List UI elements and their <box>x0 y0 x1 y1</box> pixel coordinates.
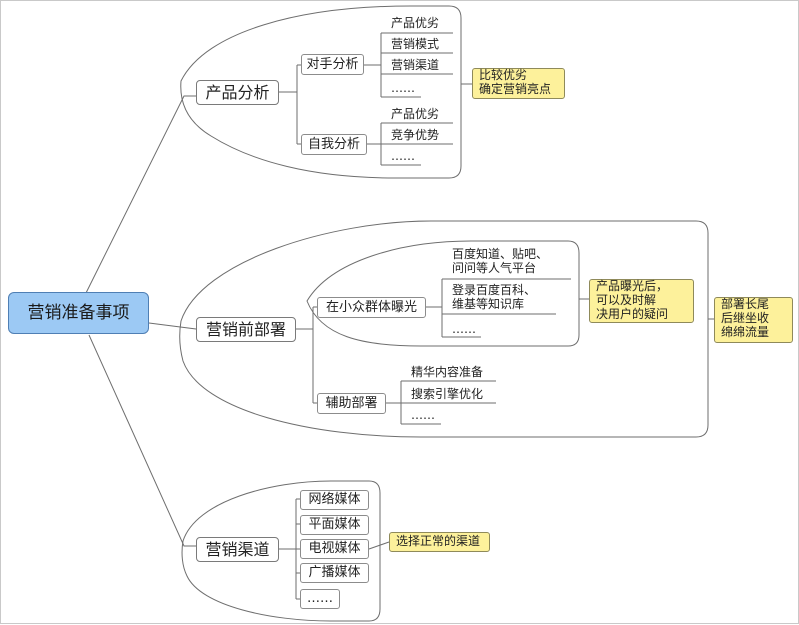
connector-root-product <box>85 95 196 294</box>
leaf-self-advantage[interactable]: 竞争优势 <box>391 128 440 143</box>
leaf-self-more[interactable]: …… <box>391 149 415 164</box>
channel-radio-media[interactable]: 广播媒体 <box>300 563 369 583</box>
channel-print-media[interactable]: 平面媒体 <box>300 515 369 535</box>
connector-channel-note <box>368 541 390 550</box>
note-channel[interactable]: 选择正常的渠道 <box>389 532 490 552</box>
boundary-exposure <box>306 240 580 347</box>
leaf-opponent-product[interactable]: 产品优劣 <box>391 16 440 31</box>
branch-marketing-deployment[interactable]: 营销前部署 <box>196 317 296 342</box>
connector-opponent-items <box>364 32 385 98</box>
leaf-exposure-more[interactable]: …… <box>452 321 476 336</box>
leaf-opponent-marketing-channel[interactable]: 营销渠道 <box>391 58 440 73</box>
note-deployment[interactable]: 部署长尾 后继坐收 绵绵流量 <box>714 297 793 343</box>
leaf-aux-seo[interactable]: 搜索引擎优化 <box>411 387 484 402</box>
connector-channel-items <box>279 498 300 600</box>
leaf-underlines-self <box>385 122 453 166</box>
connector-root-deploy <box>148 322 197 330</box>
connector-root-channel <box>88 334 196 547</box>
leaf-exposure-qa-platforms[interactable]: 百度知道、贴吧、 问问等人气平台 <box>452 247 549 276</box>
leaf-exposure-wiki[interactable]: 登录百度百科、 维基等知识库 <box>452 283 537 312</box>
leaf-aux-more[interactable]: …… <box>411 408 435 423</box>
leaf-opponent-marketing-mode[interactable]: 营销模式 <box>391 37 440 52</box>
boundary-deploy <box>179 220 709 438</box>
root-node[interactable]: 营销准备事项 <box>8 292 149 334</box>
channel-tv-media[interactable]: 电视媒体 <box>300 539 369 559</box>
leaf-underlines-exposure <box>446 278 571 338</box>
note-product[interactable]: 比较优劣 确定营销亮点 <box>472 68 565 99</box>
topic-opponent-analysis[interactable]: 对手分析 <box>301 54 364 75</box>
branch-product-analysis[interactable]: 产品分析 <box>196 80 279 105</box>
connector-product-subs <box>279 64 301 145</box>
leaf-opponent-more[interactable]: …… <box>391 81 415 96</box>
leaf-aux-content[interactable]: 精华内容准备 <box>411 365 484 380</box>
connector-deploy-subs <box>296 306 317 404</box>
connector-exposure-items <box>426 278 446 338</box>
channel-internet-media[interactable]: 网络媒体 <box>300 490 369 510</box>
topic-self-analysis[interactable]: 自我分析 <box>301 134 367 155</box>
boundary-channel <box>181 480 381 622</box>
topic-niche-exposure[interactable]: 在小众群体曝光 <box>317 297 426 318</box>
topic-auxiliary-deployment[interactable]: 辅助部署 <box>317 393 386 414</box>
leaf-underlines-aux <box>405 380 496 425</box>
connector-self-items <box>367 122 385 166</box>
leaf-underlines-opponent <box>385 32 453 98</box>
branch-marketing-channels[interactable]: 营销渠道 <box>196 537 279 562</box>
boundary-product <box>180 5 462 179</box>
channel-more[interactable]: …… <box>300 589 340 609</box>
leaf-self-product[interactable]: 产品优劣 <box>391 107 440 122</box>
note-exposure[interactable]: 产品曝光后， 可以及时解 决用户的疑问 <box>589 279 694 323</box>
connector-aux-items <box>386 380 405 425</box>
